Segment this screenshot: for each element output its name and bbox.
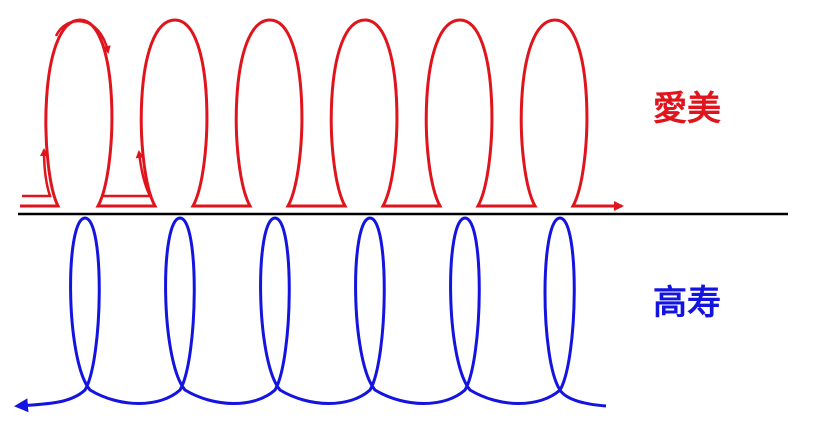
bottom-spiral-curve xyxy=(14,216,607,413)
red-helper-arrow-top xyxy=(54,19,111,54)
top-spiral-curve xyxy=(20,18,624,211)
red-helper-arrow-left xyxy=(22,148,52,198)
bottom-label: 高寿 xyxy=(653,283,721,323)
red-helper-arrow-right xyxy=(102,150,153,198)
top-label: 愛美 xyxy=(653,89,721,129)
